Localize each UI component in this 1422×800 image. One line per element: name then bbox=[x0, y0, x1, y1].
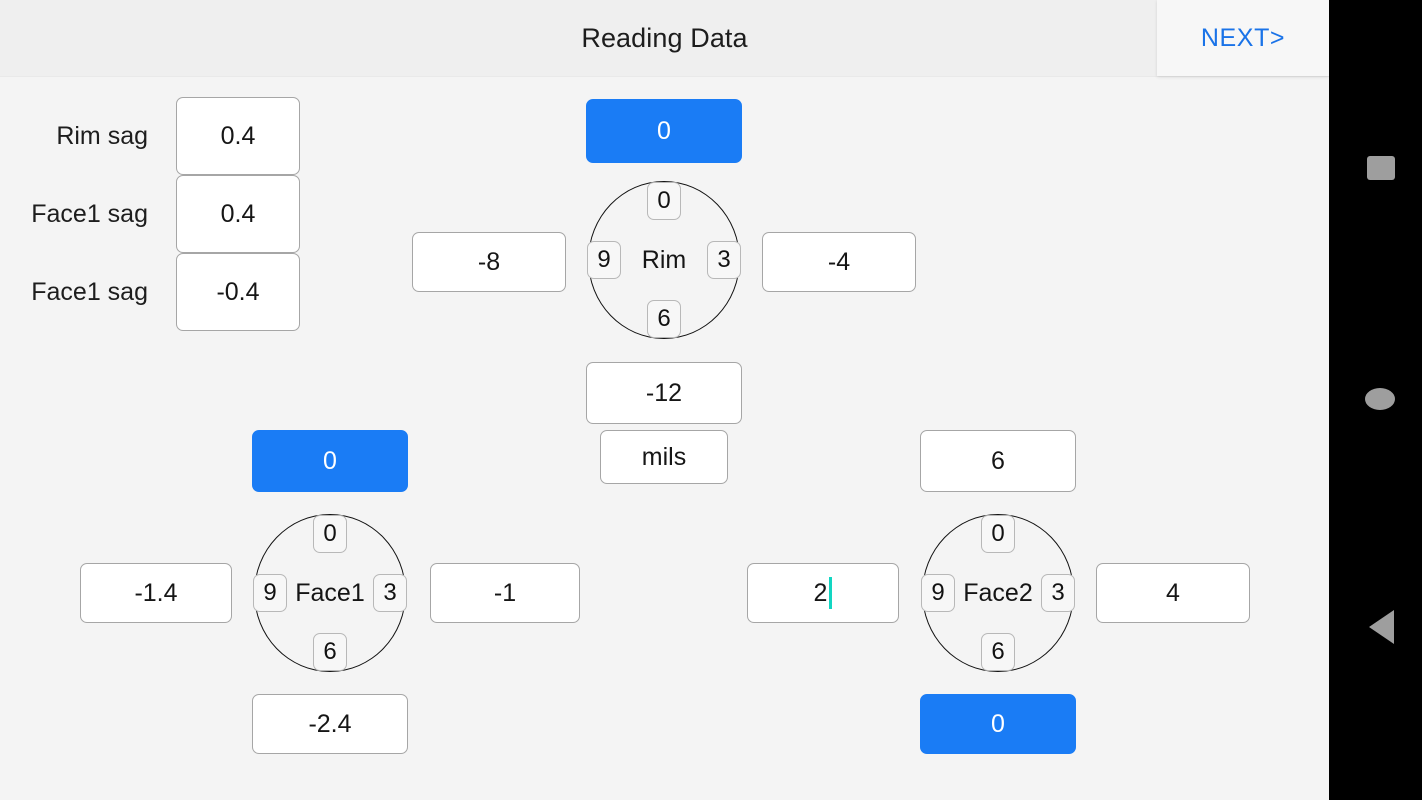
sag-input-face1-b[interactable]: -0.4 bbox=[176, 253, 300, 331]
face2-dial-label: Face2 bbox=[963, 579, 1033, 607]
next-panel[interactable]: NEXT> bbox=[1157, 0, 1329, 76]
next-button[interactable]: NEXT> bbox=[1200, 24, 1286, 52]
rim-dial-label: Rim bbox=[641, 246, 687, 274]
face1-dial-label: Face1 bbox=[295, 579, 365, 607]
face1-left-input[interactable]: -1.4 bbox=[80, 563, 232, 623]
text-caret bbox=[829, 577, 833, 609]
back-triangle-icon[interactable] bbox=[1369, 610, 1394, 644]
face2-left-value-wrap: 2 bbox=[814, 577, 833, 609]
unit-display: mils bbox=[600, 430, 728, 484]
face2-right-input[interactable]: 4 bbox=[1096, 563, 1250, 623]
face1-dial: Face1 0 3 6 9 bbox=[253, 514, 407, 672]
rim-tick-9[interactable]: 9 bbox=[587, 241, 621, 279]
sag-label-face1-a: Face1 sag bbox=[31, 200, 148, 228]
rim-tick-6[interactable]: 6 bbox=[647, 300, 681, 338]
face2-tick-6[interactable]: 6 bbox=[981, 633, 1015, 671]
face2-tick-0[interactable]: 0 bbox=[981, 515, 1015, 553]
sag-input-face1-a[interactable]: 0.4 bbox=[176, 175, 300, 253]
face2-tick-3[interactable]: 3 bbox=[1041, 574, 1075, 612]
rim-left-input[interactable]: -8 bbox=[412, 232, 566, 292]
app-header: Reading Data NEXT> bbox=[0, 0, 1329, 76]
rim-dial: Rim 0 3 6 9 bbox=[587, 181, 741, 339]
sag-label-rim: Rim sag bbox=[56, 122, 148, 150]
rim-right-input[interactable]: -4 bbox=[762, 232, 916, 292]
face1-bottom-input[interactable]: -2.4 bbox=[252, 694, 408, 754]
android-navigation-bar bbox=[1329, 0, 1422, 800]
page-title: Reading Data bbox=[581, 23, 748, 53]
face1-tick-9[interactable]: 9 bbox=[253, 574, 287, 612]
face1-tick-0[interactable]: 0 bbox=[313, 515, 347, 553]
app-viewport: Reading Data NEXT> Rim sag 0.4 Face1 sag… bbox=[0, 0, 1329, 754]
face2-tick-9[interactable]: 9 bbox=[921, 574, 955, 612]
face1-right-input[interactable]: -1 bbox=[430, 563, 580, 623]
rim-tick-0[interactable]: 0 bbox=[647, 182, 681, 220]
rim-tick-3[interactable]: 3 bbox=[707, 241, 741, 279]
face2-dial: Face2 0 3 6 9 bbox=[921, 514, 1075, 672]
face2-left-value: 2 bbox=[813, 578, 828, 607]
face1-tick-3[interactable]: 3 bbox=[373, 574, 407, 612]
face1-tick-6[interactable]: 6 bbox=[313, 633, 347, 671]
face2-bottom-input[interactable]: 0 bbox=[920, 694, 1076, 754]
sag-input-rim[interactable]: 0.4 bbox=[176, 97, 300, 175]
face2-left-input[interactable]: 2 bbox=[747, 563, 899, 623]
face1-top-input[interactable]: 0 bbox=[252, 430, 408, 492]
home-circle-icon[interactable] bbox=[1365, 388, 1395, 410]
recents-square-icon[interactable] bbox=[1367, 156, 1395, 180]
rim-bottom-input[interactable]: -12 bbox=[586, 362, 742, 424]
face2-top-input[interactable]: 6 bbox=[920, 430, 1076, 492]
sag-label-face1-b: Face1 sag bbox=[31, 278, 148, 306]
rim-top-input[interactable]: 0 bbox=[586, 99, 742, 163]
